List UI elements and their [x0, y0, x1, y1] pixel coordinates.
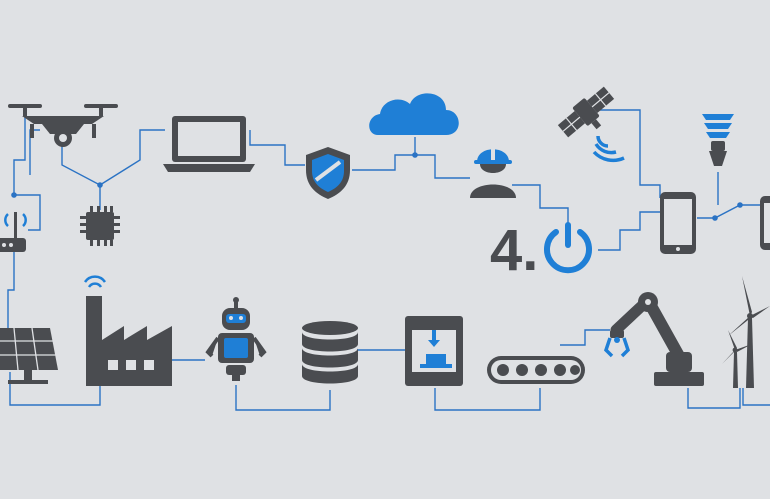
laptop-icon [163, 116, 255, 172]
conveyor-belt-icon [487, 356, 585, 384]
shield-icon [306, 147, 350, 199]
center-badge: 4. [490, 218, 592, 283]
robot-icon [205, 297, 267, 381]
router-icon [0, 212, 27, 252]
drone-icon [8, 104, 118, 147]
industry-4-0-label: 4. [490, 218, 538, 283]
solar-panel-icon [0, 327, 58, 384]
connection-wires [7, 109, 770, 411]
wind-turbine-icon [722, 276, 770, 388]
worker-icon [470, 148, 516, 198]
lightbulb-icon [702, 114, 734, 166]
database-icon [302, 321, 358, 384]
robotic-arm-icon [603, 292, 704, 386]
power-icon [544, 222, 592, 274]
factory-icon [83, 275, 172, 386]
tablet-icon [760, 196, 770, 250]
smartphone-icon [660, 192, 696, 254]
3d-printer-icon [405, 316, 463, 386]
microchip-icon [80, 206, 120, 246]
satellite-icon [557, 86, 625, 163]
connection-nodes [11, 152, 743, 221]
cloud-icon [369, 93, 459, 135]
